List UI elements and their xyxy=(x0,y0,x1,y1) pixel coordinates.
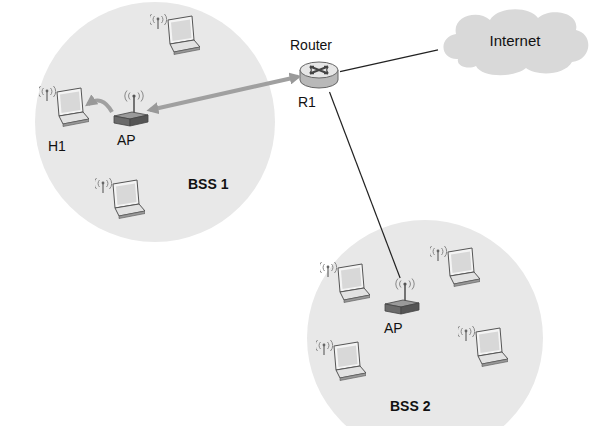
wired-link xyxy=(340,50,438,72)
internet-cloud: Internet xyxy=(438,4,592,78)
bss-label: BSS 2 xyxy=(390,398,430,414)
laptop-icon xyxy=(94,178,145,219)
laptop-icon xyxy=(315,340,366,381)
access-point-icon xyxy=(385,279,419,315)
laptop-icon xyxy=(149,14,200,55)
wired-link xyxy=(330,92,401,278)
bss-disc xyxy=(35,2,275,242)
host-laptop: H1 xyxy=(40,88,88,134)
bss-area: BSS 2 AP xyxy=(307,220,543,426)
laptop-icon xyxy=(457,326,508,367)
cloud-label: Internet xyxy=(490,33,541,49)
router: RouterR1 xyxy=(298,58,340,92)
laptop-icon xyxy=(319,262,370,303)
wireless-link xyxy=(88,100,112,112)
bss-disc xyxy=(307,220,543,426)
laptop-icon xyxy=(38,86,89,127)
access-point: AP xyxy=(383,278,421,318)
cloud-outline xyxy=(443,9,588,75)
device-label: Router xyxy=(290,37,332,53)
wireless-link xyxy=(150,77,298,110)
router-icon xyxy=(300,62,338,88)
bss-label: BSS 1 xyxy=(188,176,228,192)
device-label: H1 xyxy=(48,138,66,154)
access-point: AP xyxy=(112,90,150,130)
access-point-icon xyxy=(114,91,148,127)
device-label: AP xyxy=(117,132,136,148)
laptop-icon xyxy=(429,246,480,287)
bss-area: BSS 1H1AP xyxy=(35,2,275,242)
device-label: R1 xyxy=(298,94,316,110)
device-label: AP xyxy=(384,320,403,336)
